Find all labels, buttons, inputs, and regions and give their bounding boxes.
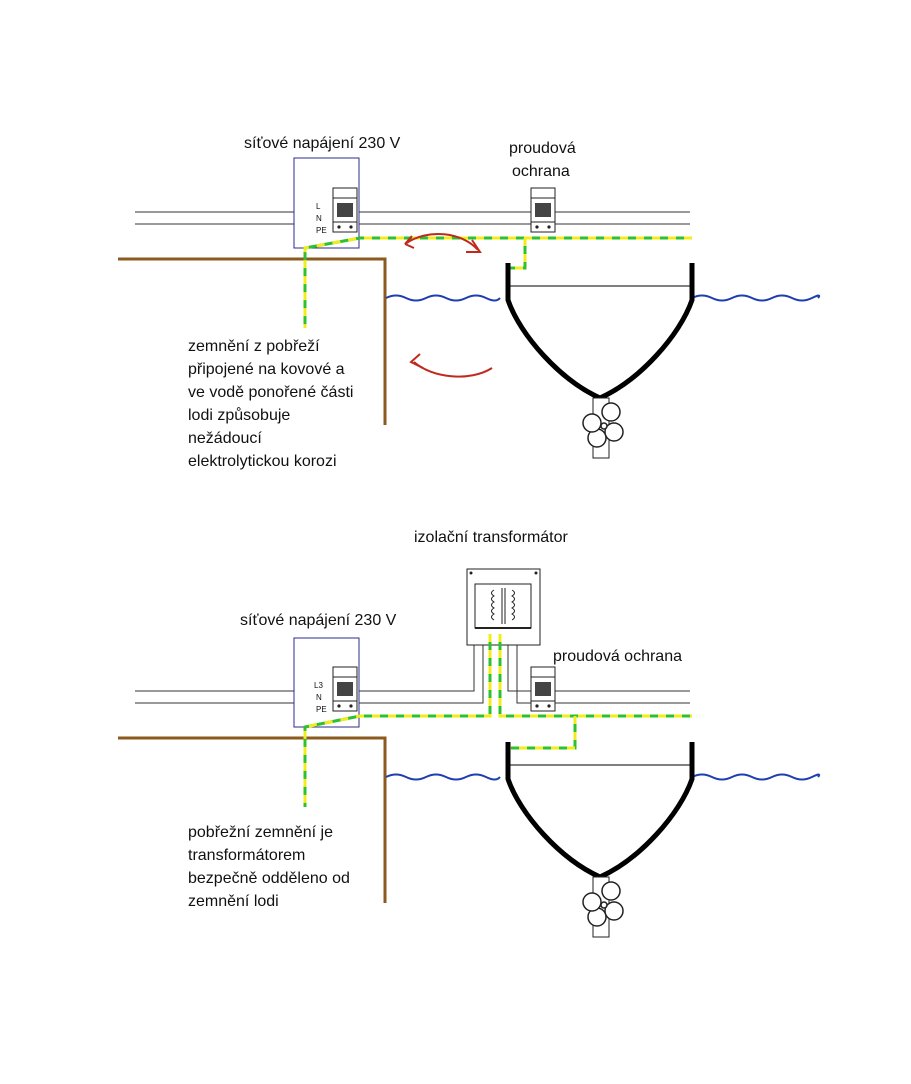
supply-label-2: síťové napájení 230 V (240, 612, 397, 629)
terminal-label-l3: L3 (314, 681, 323, 690)
water-left-2 (385, 773, 501, 781)
supply-breaker (332, 187, 358, 233)
earth-wire (303, 236, 692, 328)
corrosion-arrow-top-head (466, 239, 482, 253)
top-note-line-5: nežádoucí (188, 430, 262, 447)
isolation-transformer-icon (466, 568, 541, 646)
scene-isolation-transformer: izolační transformátor L3 N PE síťové na… (118, 529, 821, 938)
terminal-label-n-2: N (316, 693, 322, 702)
earth-wire-boat (498, 634, 692, 750)
supply-label: síťové napájení 230 V (244, 135, 401, 152)
rcd-label-line-1: proudová (509, 140, 576, 157)
terminal-label-pe-2: PE (316, 705, 327, 714)
water-left (385, 294, 501, 302)
shore-outline (118, 257, 387, 425)
terminal-label-n: N (316, 214, 322, 223)
bottom-note-line-2: transformátorem (188, 847, 305, 864)
terminal-label-pe: PE (316, 226, 327, 235)
transformer-label: izolační transformátor (414, 529, 569, 546)
line-n-boat (516, 634, 690, 704)
corrosion-arrow-bottom-icon (413, 361, 493, 378)
top-note-line-1: zemnění z pobřeží (188, 338, 320, 355)
line-n-shore (135, 634, 484, 704)
supply-breaker-2 (332, 666, 358, 712)
bottom-note-line-4: zemnění lodi (188, 893, 279, 910)
shore-outline-2 (118, 736, 387, 903)
top-note-line-3: ve vodě ponořené části (188, 384, 353, 401)
terminal-label-l: L (316, 202, 321, 211)
corrosion-arrow-bottom-head (409, 353, 424, 369)
water-right-2 (691, 773, 821, 781)
top-note-line-2: připojené na kovové a (188, 361, 345, 378)
earth-wire-shore (303, 634, 492, 807)
line-l3-boat (507, 634, 690, 692)
line-l3-shore (135, 634, 475, 692)
rcd-device-2 (530, 666, 556, 712)
boat-hull-icon (505, 263, 695, 459)
corrosion-arrow-top-icon (404, 233, 479, 251)
bottom-note-line-1: pobřežní zemnění je (188, 824, 333, 841)
scene-shore-grounding: L N PE síťové napájení 230 V proudová oc… (118, 135, 821, 470)
top-note: zemnění z pobřeží připojené na kovové a … (188, 338, 358, 470)
top-note-line-6: elektrolytickou korozi (188, 453, 337, 470)
bottom-note: pobřežní zemnění je transformátorem bezp… (188, 824, 354, 910)
corrosion-arrow-top-tail (404, 235, 415, 249)
boat-hull-icon-2 (505, 742, 695, 938)
rcd-label-line-2: ochrana (512, 163, 570, 180)
bottom-note-line-3: bezpečně odděleno od (188, 870, 350, 887)
water-right (691, 294, 821, 302)
top-note-line-4: lodi způsobuje (188, 406, 290, 424)
rcd-label-2: proudová ochrana (553, 648, 682, 665)
rcd-device (530, 187, 556, 233)
